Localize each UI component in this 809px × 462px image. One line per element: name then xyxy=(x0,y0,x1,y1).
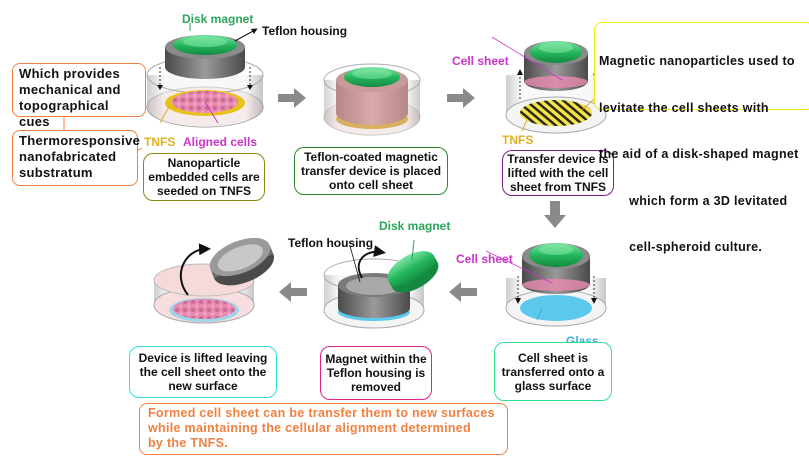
note-line: Thermoresponsive xyxy=(19,133,141,148)
caption-step2: Teflon-coated magnetic transfer device i… xyxy=(294,147,448,195)
device-step3 xyxy=(491,36,633,134)
caption-step6: Device is lifted leaving the cell sheet … xyxy=(129,346,277,398)
label-disk-magnet: Disk magnet xyxy=(379,219,451,233)
arrow-right-icon xyxy=(447,88,475,108)
caption-line: Transfer device is xyxy=(507,152,609,166)
note-line: cell-spheroid culture. xyxy=(599,240,763,254)
caption-line: removed xyxy=(350,380,402,394)
note-line: mechanical and xyxy=(19,82,121,97)
note-line: Magnetic nanoparticles used to xyxy=(599,54,795,68)
caption-line: sheet from TNFS xyxy=(509,180,606,194)
note-line: nanofabricated xyxy=(19,149,117,164)
caption-line: glass surface xyxy=(514,378,592,393)
caption-line: new surface xyxy=(168,379,238,393)
note-line: by the TNFS. xyxy=(148,436,228,450)
label-aligned-cells: Aligned cells xyxy=(183,135,258,149)
device-step1 xyxy=(146,23,264,128)
caption-line: transfer device is placed xyxy=(300,164,442,178)
note-line: while maintaining the cellular alignment… xyxy=(148,421,471,435)
caption-line: Device is lifted leaving xyxy=(138,351,268,365)
arrow-left-icon xyxy=(449,282,477,302)
note-tnfs-definition: Thermoresponsive nanofabricated substrat… xyxy=(12,130,141,186)
note-line: substratum xyxy=(19,165,93,180)
label-tnfs: TNFS xyxy=(502,133,534,147)
note-line: Which provides xyxy=(19,66,120,81)
caption-line: onto cell sheet xyxy=(328,178,414,192)
note-line: topographical cues xyxy=(19,98,109,129)
caption-step3: Transfer device is lifted with the cell … xyxy=(502,150,614,196)
note-line: levitate the cell sheets with xyxy=(599,100,769,115)
note-line: the aid of a disk-shaped magnet xyxy=(599,147,799,161)
device-step2 xyxy=(323,63,421,136)
disk-magnet xyxy=(387,251,435,286)
caption-line: Teflon housing is xyxy=(326,366,426,380)
caption-step4: Cell sheet is transferred onto a glass s… xyxy=(494,342,612,401)
arrow-left-icon xyxy=(279,282,307,302)
caption-line: embedded cells are xyxy=(148,170,260,184)
caption-line: lifted with the cell xyxy=(507,166,609,180)
caption-line: Magnet within the xyxy=(325,352,427,366)
arrow-down-icon xyxy=(544,201,566,228)
caption-step1: Nanoparticle embedded cells are seeded o… xyxy=(143,153,265,201)
note-magnetic-nanoparticles: Magnetic nanoparticles used to levitate … xyxy=(594,22,809,254)
tnfs-striped-disc xyxy=(520,100,592,126)
label-disk-magnet: Disk magnet xyxy=(182,12,254,26)
caption-line: transferred onto a xyxy=(501,364,605,379)
label-cell-sheet: Cell sheet xyxy=(452,54,509,68)
note-cues: Which provides mechanical and topographi… xyxy=(12,63,146,129)
label-teflon-housing: Teflon housing xyxy=(262,24,348,38)
caption-line: Teflon-coated magnetic xyxy=(304,150,438,164)
device-step6 xyxy=(153,237,275,324)
label-teflon-housing: Teflon housing xyxy=(288,236,374,250)
note-line: which form a 3D levitated xyxy=(599,193,788,208)
arrow-right-icon xyxy=(278,88,306,108)
glass-disc xyxy=(520,295,592,321)
note-line: Formed cell sheet can be transfer them t… xyxy=(148,406,495,420)
cell-sheet-disc xyxy=(173,299,235,319)
label-cell-sheet: Cell sheet xyxy=(456,252,513,266)
note-formed-cell-sheet: Formed cell sheet can be transfer them t… xyxy=(139,403,508,455)
label-tnfs: TNFS xyxy=(144,135,176,149)
device-step5 xyxy=(323,239,439,329)
caption-step5: Magnet within the Teflon housing is remo… xyxy=(320,346,432,400)
caption-line: seeded on TNFS xyxy=(156,184,251,198)
caption-line: the cell sheet onto the xyxy=(139,365,267,379)
caption-line: Nanoparticle xyxy=(167,156,241,170)
device-step4 xyxy=(485,243,607,327)
caption-line: Cell sheet is xyxy=(517,350,589,365)
